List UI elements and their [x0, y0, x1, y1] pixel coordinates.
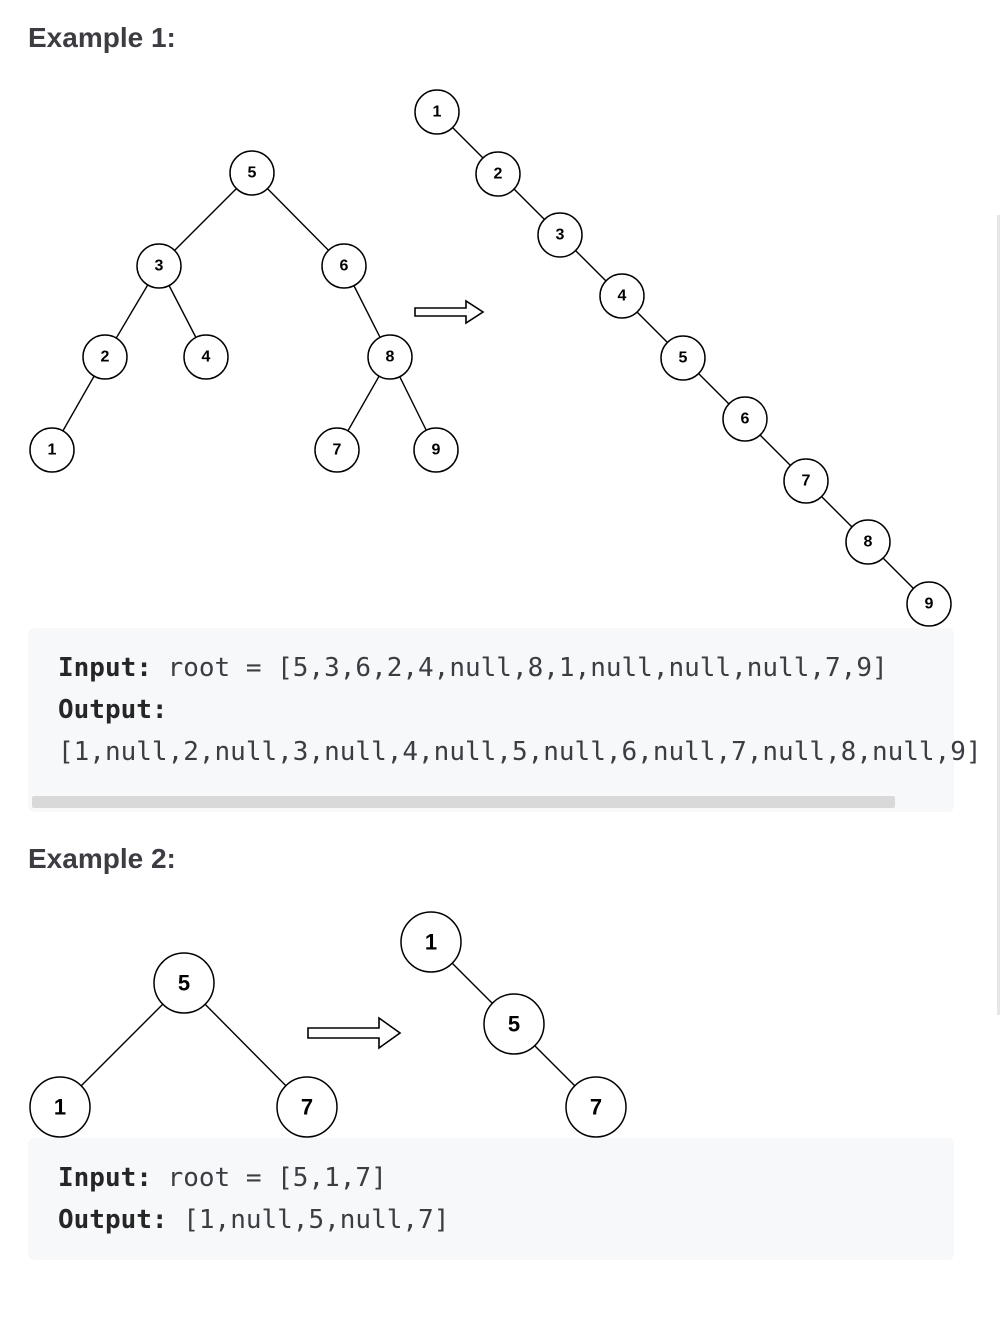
example-2-title: Example 2: — [28, 843, 176, 874]
svg-text:1: 1 — [48, 442, 57, 459]
svg-text:4: 4 — [618, 288, 627, 305]
tree-node: 5 — [660, 335, 706, 381]
tree-node: 4 — [183, 334, 229, 380]
input-line: Input: root = [5,3,6,2,4,null,8,1,null,n… — [58, 652, 888, 684]
tree-node: 3 — [136, 243, 182, 289]
output-value: [1,null,5,null,7] — [183, 1205, 450, 1235]
svg-text:7: 7 — [802, 473, 811, 490]
example-2-code-block: Input: root = [5,1,7] Output: [1,null,5,… — [28, 1138, 954, 1260]
output-line: Output: [1,null,5,null,7] — [58, 1204, 449, 1236]
svg-text:1: 1 — [433, 104, 442, 121]
svg-text:7: 7 — [590, 1095, 602, 1120]
tree-node: 7 — [276, 1076, 338, 1138]
example-1-title: Example 1: — [28, 22, 176, 53]
svg-text:9: 9 — [432, 442, 441, 459]
tree-node: 6 — [321, 243, 367, 289]
tree-node: 5 — [229, 150, 275, 196]
tree-node: 1 — [29, 427, 75, 473]
svg-text:5: 5 — [248, 165, 257, 182]
tree-node: 8 — [845, 519, 891, 565]
svg-text:1: 1 — [425, 930, 437, 955]
tree-node: 6 — [722, 396, 768, 442]
tree-node: 7 — [783, 458, 829, 504]
svg-text:2: 2 — [494, 166, 503, 183]
tree-node: 4 — [599, 273, 645, 319]
tree-node: 7 — [314, 427, 360, 473]
tree-node: 2 — [82, 334, 128, 380]
example-2-diagram: 5 1 7 1 5 7 — [29, 911, 627, 1138]
input-value: root = [5,3,6,2,4,null,8,1,null,null,nul… — [167, 653, 888, 683]
input-line: Input: root = [5,1,7] — [58, 1162, 387, 1194]
tree-node: 2 — [475, 151, 521, 197]
input-value: root = [5,1,7] — [167, 1163, 387, 1193]
scrollbar-track[interactable] — [997, 215, 1000, 1015]
output-label: Output: — [58, 695, 168, 725]
example-1-code-block: Input: root = [5,3,6,2,4,null,8,1,null,n… — [28, 628, 982, 812]
svg-text:2: 2 — [101, 349, 110, 366]
svg-text:5: 5 — [679, 350, 688, 367]
output-value: [1,null,2,null,3,null,4,null,5,null,6,nu… — [58, 737, 982, 767]
tree-node: 8 — [367, 334, 413, 380]
svg-text:1: 1 — [54, 1095, 66, 1120]
output-label: Output: — [58, 1205, 168, 1235]
svg-text:8: 8 — [864, 534, 873, 551]
tree-node: 5 — [483, 993, 545, 1055]
svg-text:5: 5 — [508, 1012, 520, 1037]
example-1-diagram: 5 3 6 2 4 8 1 7 9 1 2 3 4 5 6 7 8 9 — [29, 89, 952, 627]
svg-text:6: 6 — [741, 411, 750, 428]
svg-text:3: 3 — [556, 227, 565, 244]
horizontal-scrollbar[interactable] — [32, 796, 895, 808]
svg-text:7: 7 — [333, 442, 342, 459]
svg-text:7: 7 — [301, 1095, 313, 1120]
tree-node: 9 — [413, 427, 459, 473]
tree-node: 7 — [565, 1076, 627, 1138]
input-label: Input: — [58, 1163, 152, 1193]
svg-text:8: 8 — [386, 349, 395, 366]
tree-node: 3 — [537, 212, 583, 258]
input-label: Input: — [58, 653, 152, 683]
svg-text:9: 9 — [925, 596, 934, 613]
transform-arrow-icon — [307, 1016, 402, 1050]
tree-node: 1 — [29, 1076, 91, 1138]
svg-text:6: 6 — [340, 258, 349, 275]
svg-text:4: 4 — [202, 349, 211, 366]
tree-node: 5 — [153, 952, 215, 1014]
tree-node: 1 — [400, 911, 462, 973]
tree-node: 9 — [906, 581, 952, 627]
transform-arrow-icon — [414, 299, 485, 325]
tree-node: 1 — [414, 89, 460, 135]
svg-text:3: 3 — [155, 258, 164, 275]
svg-text:5: 5 — [178, 971, 190, 996]
